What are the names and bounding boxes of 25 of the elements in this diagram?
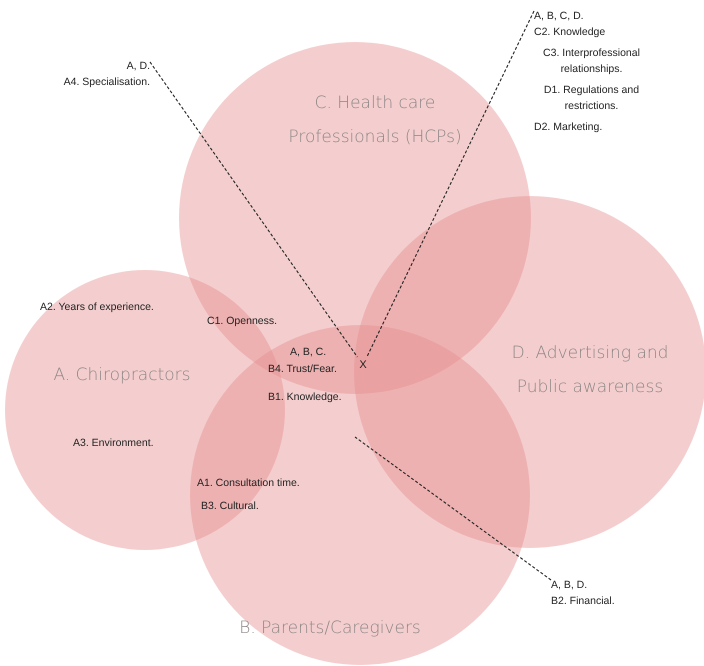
note-text: A4. Specialisation. xyxy=(62,75,150,90)
factor-label: C1. Openness. xyxy=(207,315,278,327)
circle-title: A. Chiropractors xyxy=(52,364,192,387)
leader-line xyxy=(354,436,552,580)
note-text: C3. Interprofessional relationships. xyxy=(542,46,641,77)
note-text: A, D. xyxy=(126,59,150,74)
circle-title: B. Parents/Caregivers xyxy=(238,617,422,640)
factor-label: A2. Years of experience. xyxy=(40,301,154,313)
x-mark: X xyxy=(357,357,369,373)
factor-label: B4. Trust/Fear. xyxy=(268,363,337,375)
factor-label: B3. Cultural. xyxy=(201,500,259,512)
circle-title: C. Health care Professionals (HCPs) xyxy=(287,92,463,149)
note-text: C2. Knowledge xyxy=(534,25,606,40)
factor-label: A, B, C. xyxy=(290,346,326,358)
factor-label: A1. Consultation time. xyxy=(197,477,300,489)
leader-line xyxy=(366,10,534,358)
note-text: A, B, C, D. xyxy=(534,9,585,24)
note-text: B2. Financial. xyxy=(551,594,616,609)
note-text: D1. Regulations and restrictions. xyxy=(542,83,640,114)
factor-label: A3. Environment. xyxy=(73,437,154,449)
factor-label: B1. Knowledge. xyxy=(268,391,342,403)
circle-title: D. Advertising and Public awareness xyxy=(510,342,670,399)
leader-line xyxy=(150,62,358,358)
note-text: D2. Marketing. xyxy=(534,120,604,135)
note-text: A, B, D. xyxy=(551,578,588,593)
